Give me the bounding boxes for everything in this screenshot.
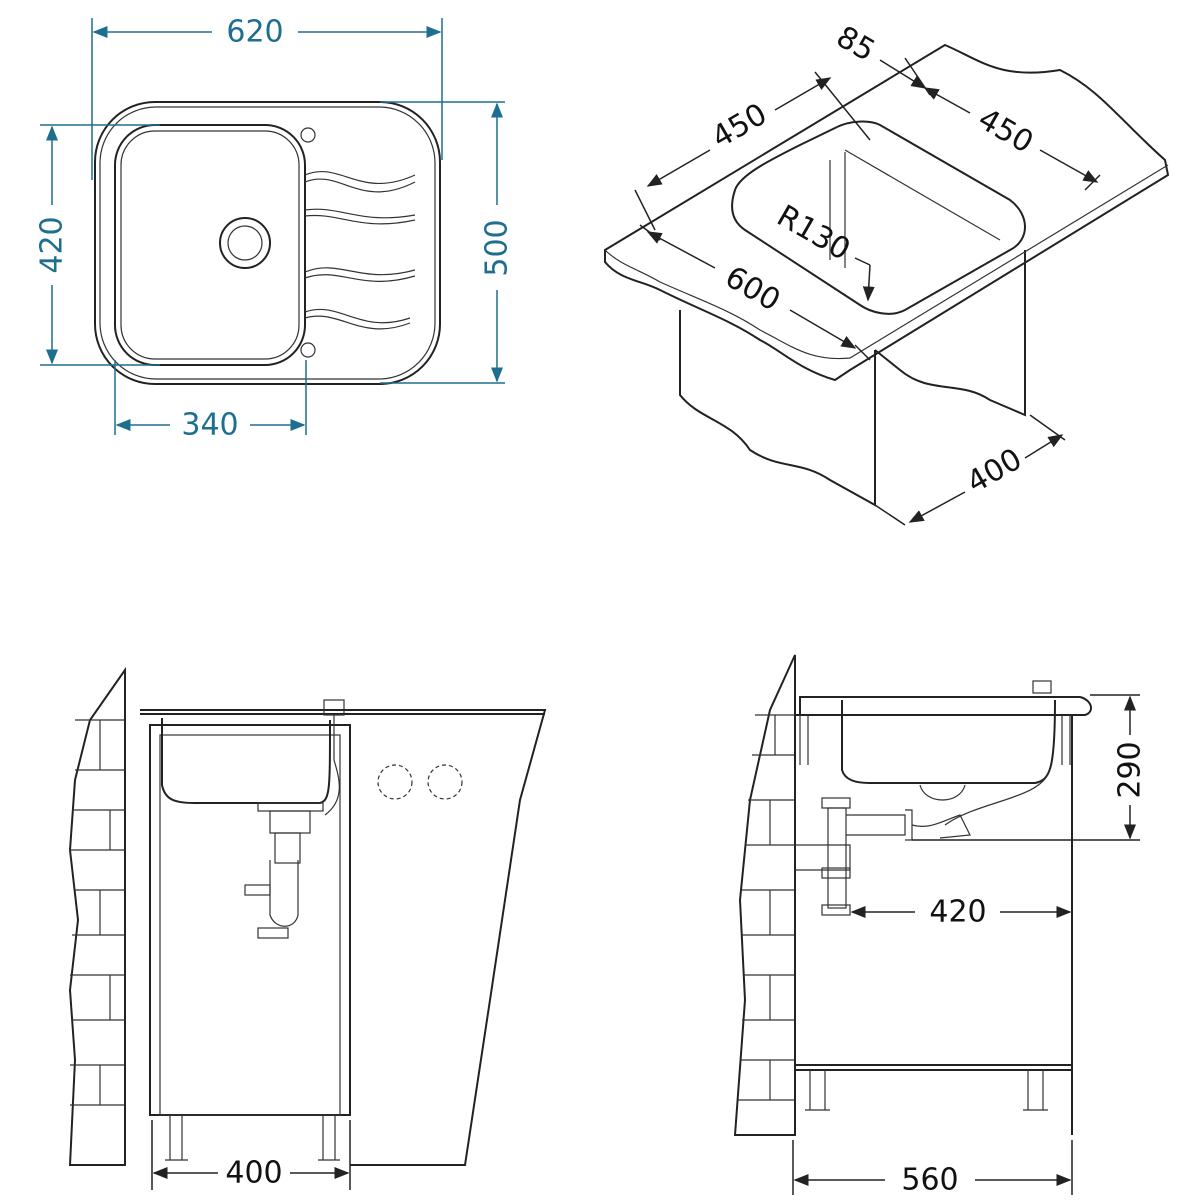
pipe-hole [377,764,413,800]
cabinet-feet [165,1115,340,1161]
top-width-label: 620 [226,15,283,50]
top-depth-label: 500 [480,219,515,276]
rim-label: 85 [830,19,881,68]
bowl-outline [114,124,306,366]
tap-hole [300,127,316,143]
sink-bowl [841,699,1056,784]
isometric-view: 450 450 85 R130 600 400 [604,19,1170,526]
top-view: 620 420 500 340 [35,15,515,443]
sink-outline [94,101,441,385]
siphon [795,797,971,916]
sink-rim [799,696,1092,716]
bowl-width-label: 340 [181,408,238,443]
brick-wall [68,666,126,1166]
sink-bowl [161,718,331,804]
countertop [604,43,1170,382]
cutout-left-label: 450 [706,97,773,156]
drain-offset-label: 420 [929,895,986,930]
cabinet-feet [805,1070,1048,1111]
height-label: 290 [1113,741,1148,798]
pipe-hole [427,764,463,800]
side-view: 290 420 560 [733,654,1148,1198]
front-cabinet-width-label: 400 [225,1156,282,1191]
front-view: 400 [68,666,547,1191]
bowl-depth-label: 420 [35,216,70,273]
cutout [731,120,1026,315]
cabinet-width-label: 600 [719,260,786,319]
overflow-hole [300,342,316,358]
drainboard-grooves [304,170,416,330]
overflow-cap [323,699,345,716]
cutout-right-label: 450 [972,102,1039,161]
radius-label: R130 [771,198,856,267]
side-cabinet-depth-label: 560 [901,1163,958,1198]
drain-icon [219,217,271,269]
siphon [244,802,324,939]
brick-wall [733,654,796,1136]
cabinet-depth-label: 400 [961,442,1028,501]
